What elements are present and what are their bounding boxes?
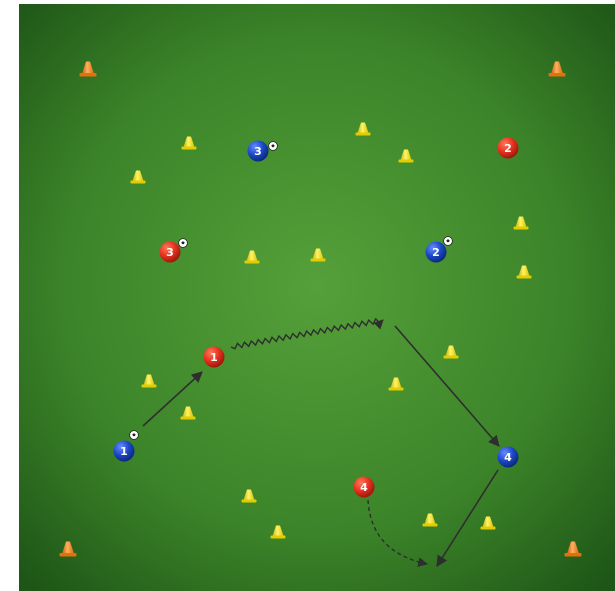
soccer-ball-icon (130, 431, 139, 440)
soccer-ball-icon (269, 142, 278, 151)
player-number: 3 (254, 145, 262, 158)
player-number: 2 (432, 246, 440, 259)
player-number: 3 (166, 246, 174, 259)
soccer-ball-icon (179, 239, 188, 248)
player-number: 1 (120, 445, 128, 458)
training-field: 1 2 3 4 1 2 3 4 (19, 4, 615, 591)
red-player-2[interactable]: 2 (498, 138, 519, 159)
red-player-1[interactable]: 1 (204, 347, 225, 368)
blue-player-4[interactable]: 4 (498, 447, 519, 468)
player-number: 2 (504, 142, 512, 155)
player-number: 1 (210, 351, 218, 364)
drill-diagram: 1 2 3 4 1 2 3 4 (19, 4, 615, 591)
red-player-4[interactable]: 4 (354, 477, 375, 498)
player-number: 4 (504, 451, 512, 464)
soccer-ball-icon (444, 237, 453, 246)
player-number: 4 (360, 481, 368, 494)
grass-field (19, 4, 615, 591)
